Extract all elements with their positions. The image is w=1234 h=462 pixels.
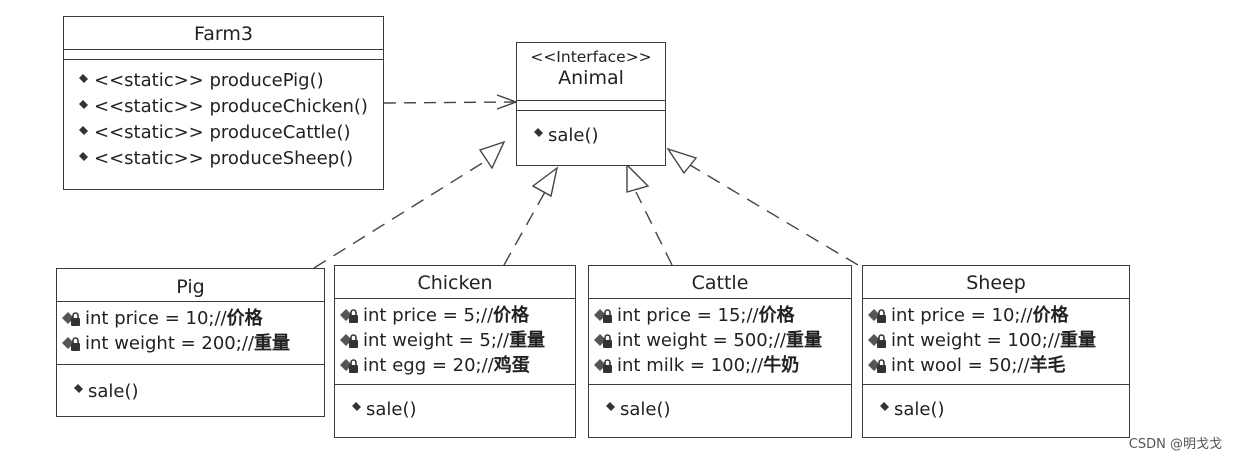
operation-icon bbox=[79, 125, 88, 135]
class-name: Farm3 bbox=[64, 17, 383, 50]
operation-row: <<static>> produceSheep() bbox=[78, 146, 383, 172]
private-attribute-icon bbox=[594, 308, 612, 323]
operation-compartment: <<static>> producePig() <<static>> produ… bbox=[64, 60, 383, 176]
operation-icon bbox=[352, 402, 361, 411]
private-attribute-icon bbox=[340, 308, 358, 323]
operation-compartment: sale() bbox=[589, 385, 851, 422]
private-attribute-icon bbox=[62, 336, 80, 351]
class-sheep[interactable]: Sheep int price = 10;// 价格 int weight = … bbox=[862, 265, 1130, 438]
class-animal[interactable]: <<Interface>> Animal sale() bbox=[516, 42, 666, 166]
realization-line-sheep bbox=[689, 164, 859, 266]
class-name: Chicken bbox=[335, 266, 575, 299]
operation-icon bbox=[79, 151, 88, 161]
attribute-row: int egg = 20;// 鸡蛋 bbox=[338, 353, 575, 378]
attribute-compartment: int price = 10;// 价格 int weight = 200;//… bbox=[57, 302, 324, 365]
class-chicken[interactable]: Chicken int price = 5;// 价格 int weight =… bbox=[334, 265, 576, 438]
private-attribute-icon bbox=[340, 358, 358, 373]
attribute-compartment: int price = 10;// 价格 int weight = 100;//… bbox=[863, 299, 1129, 385]
attribute-row: int price = 5;// 价格 bbox=[338, 303, 575, 328]
operation-icon bbox=[79, 73, 88, 83]
operation-icon bbox=[534, 128, 543, 137]
attribute-compartment: int price = 15;// 价格 int weight = 500;//… bbox=[589, 299, 851, 385]
operation-row: sale() bbox=[73, 379, 324, 404]
operation-compartment: sale() bbox=[57, 365, 324, 404]
class-name: Sheep bbox=[863, 266, 1129, 299]
interface-name: Animal bbox=[558, 67, 624, 89]
dependency-line bbox=[383, 101, 515, 104]
private-attribute-icon bbox=[594, 333, 612, 348]
class-cattle[interactable]: Cattle int price = 15;// 价格 int weight =… bbox=[588, 265, 852, 438]
stereotype-label: <<Interface>> bbox=[530, 48, 652, 66]
realization-arrowhead-sheep bbox=[666, 147, 698, 175]
operation-row: sale() bbox=[605, 397, 851, 422]
operation-icon bbox=[74, 384, 83, 393]
realization-line-chicken bbox=[503, 191, 546, 266]
class-name: Cattle bbox=[589, 266, 851, 299]
private-attribute-icon bbox=[594, 358, 612, 373]
operation-compartment: sale() bbox=[863, 385, 1129, 422]
attribute-compartment bbox=[64, 50, 383, 60]
realization-arrowhead-cattle bbox=[626, 163, 650, 193]
operation-row: sale() bbox=[533, 123, 665, 148]
operation-row: <<static>> produceCattle() bbox=[78, 120, 383, 146]
attribute-row: int weight = 5;// 重量 bbox=[338, 328, 575, 353]
operation-icon bbox=[79, 99, 88, 109]
attribute-row: int wool = 50;// 羊毛 bbox=[866, 353, 1129, 378]
class-name: Pig bbox=[57, 269, 324, 302]
private-attribute-icon bbox=[340, 333, 358, 348]
class-name: <<Interface>> Animal bbox=[517, 43, 665, 101]
operation-row: sale() bbox=[879, 397, 1129, 422]
realization-line-pig bbox=[313, 161, 485, 269]
private-attribute-icon bbox=[868, 333, 886, 348]
attribute-row: int weight = 100;// 重量 bbox=[866, 328, 1129, 353]
private-attribute-icon bbox=[62, 311, 80, 326]
operation-row: <<static>> produceChicken() bbox=[78, 94, 383, 120]
attribute-row: int weight = 200;// 重量 bbox=[60, 331, 324, 356]
realization-arrowhead-pig bbox=[478, 140, 506, 170]
realization-line-cattle bbox=[635, 191, 673, 266]
class-pig[interactable]: Pig int price = 10;// 价格 int weight = 20… bbox=[56, 268, 325, 417]
attribute-row: int milk = 100;// 牛奶 bbox=[592, 353, 851, 378]
operation-compartment: sale() bbox=[517, 111, 665, 148]
private-attribute-icon bbox=[868, 308, 886, 323]
operation-row: sale() bbox=[351, 397, 575, 422]
attribute-compartment bbox=[517, 101, 665, 111]
attribute-compartment: int price = 5;// 价格 int weight = 5;// 重量… bbox=[335, 299, 575, 385]
realization-arrowhead-chicken bbox=[531, 166, 559, 198]
operation-compartment: sale() bbox=[335, 385, 575, 422]
operation-icon bbox=[880, 402, 889, 411]
operation-icon bbox=[606, 402, 615, 411]
watermark: CSDN @明戈戈 bbox=[1128, 437, 1222, 452]
attribute-row: int price = 10;// 价格 bbox=[60, 306, 324, 331]
class-farm3[interactable]: Farm3 <<static>> producePig() <<static>>… bbox=[63, 16, 384, 190]
attribute-row: int price = 15;// 价格 bbox=[592, 303, 851, 328]
private-attribute-icon bbox=[868, 358, 886, 373]
attribute-row: int weight = 500;// 重量 bbox=[592, 328, 851, 353]
attribute-row: int price = 10;// 价格 bbox=[866, 303, 1129, 328]
operation-row: <<static>> producePig() bbox=[78, 68, 383, 94]
